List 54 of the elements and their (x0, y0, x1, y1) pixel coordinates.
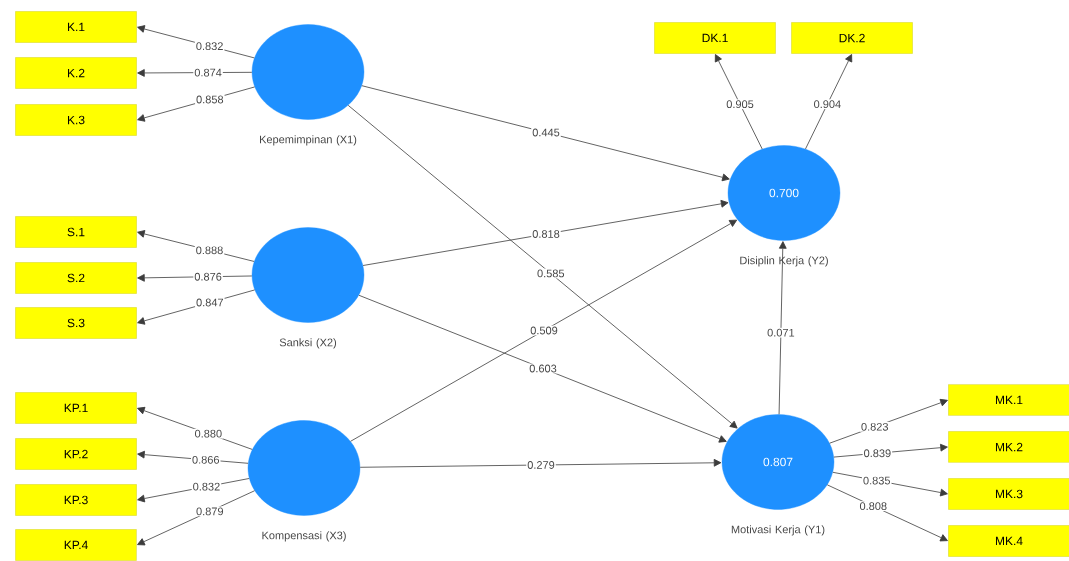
indicator-box: KP.4 (15, 529, 137, 561)
arrow (826, 484, 948, 542)
construct-label: Kompensasi (X3) (262, 531, 346, 542)
edge-label: 0.904 (812, 99, 843, 110)
indicator-box: KP.3 (15, 484, 137, 516)
edge-label: 0.445 (531, 127, 561, 138)
arrow (137, 490, 255, 546)
edge-label: 0.879 (195, 506, 225, 517)
edge-label: 0.832 (191, 481, 222, 492)
indicator-box: K.3 (15, 104, 137, 136)
indicator-box: K.2 (15, 57, 137, 89)
arrow (347, 104, 738, 429)
edge-label: 0.071 (766, 327, 796, 338)
indicator-box: MK.4 (948, 525, 1069, 557)
edge-label: 0.876 (193, 271, 223, 282)
construct-label: Sanksi (X2) (279, 338, 337, 349)
indicator-box: MK.1 (948, 384, 1069, 416)
edge-label: 0.823 (859, 421, 890, 432)
indicator-box: S.3 (15, 307, 137, 339)
edge-label: 0.858 (195, 94, 225, 105)
edge-label: 0.905 (725, 99, 755, 110)
indicator-box: K.1 (15, 11, 137, 43)
indicator-box: KP.1 (15, 392, 137, 424)
construct-label: Kepemimpinan (X1) (260, 135, 357, 146)
indicator-box: S.2 (15, 262, 137, 294)
edge-label: 0.509 (529, 325, 559, 336)
arrow (714, 54, 763, 150)
edge-label: 0.866 (191, 454, 221, 465)
indicator-box: S.1 (15, 216, 137, 248)
indicator-box: MK.2 (948, 431, 1069, 463)
indicator-box: DK.2 (791, 22, 913, 54)
edge-label: 0.832 (194, 41, 225, 52)
edge-label: 0.808 (858, 501, 889, 512)
edge-label: 0.839 (862, 448, 893, 459)
edge-label: 0.888 (194, 245, 225, 256)
edge-label: 0.818 (531, 229, 561, 239)
edge-label: 0.603 (528, 363, 558, 374)
edge-label: 0.874 (193, 67, 223, 78)
edge-label: 0.835 (861, 475, 892, 486)
arrow (358, 294, 727, 443)
edge-label: 0.847 (195, 297, 225, 308)
indicator-box: MK.3 (948, 478, 1069, 510)
edge-label: 0.279 (526, 460, 556, 470)
edge-label: 0.585 (536, 268, 566, 279)
arrow (361, 85, 730, 182)
arrow (778, 241, 787, 415)
construct-label: Motivasi Kerja (Y1) (731, 525, 825, 536)
indicator-box: DK.1 (654, 22, 776, 54)
edge-label: 0.880 (193, 428, 224, 439)
arrow (362, 199, 729, 266)
arrow (359, 458, 722, 468)
arrow (350, 219, 738, 442)
indicator-box: KP.2 (15, 438, 137, 470)
arrow (805, 54, 853, 150)
